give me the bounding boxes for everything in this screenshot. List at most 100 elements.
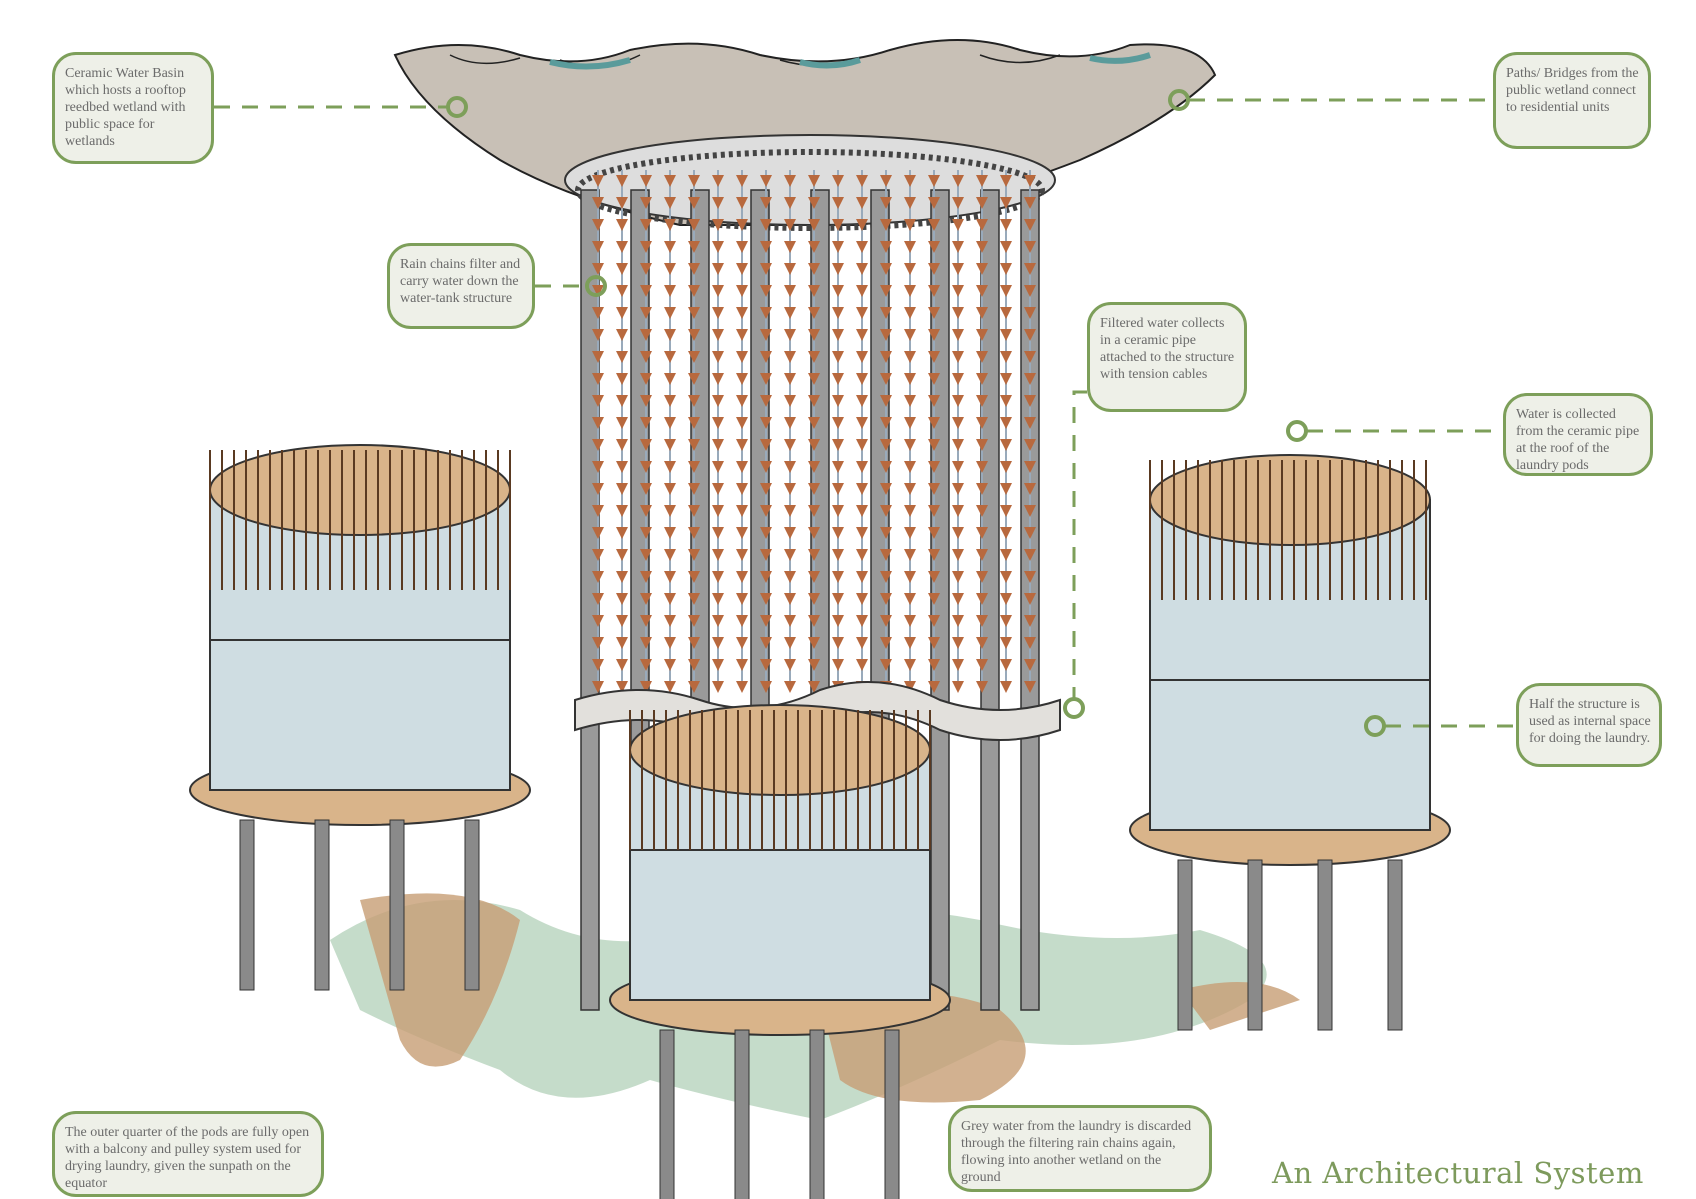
rain-chain-cup xyxy=(736,219,748,231)
rain-chain-cup xyxy=(976,219,988,231)
rain-chain-cup xyxy=(760,659,772,671)
rain-chain-cup xyxy=(928,439,940,451)
rain-chain-cup xyxy=(1024,395,1036,407)
rain-chain-cup xyxy=(760,483,772,495)
rain-chain-cup xyxy=(688,351,700,363)
rain-chain-cup xyxy=(616,175,628,187)
rain-chain-cup xyxy=(712,417,724,429)
callout-half-structure: Half the structure is used as internal s… xyxy=(1516,683,1662,767)
rain-chain-cup xyxy=(784,417,796,429)
rain-chain-cup xyxy=(688,659,700,671)
rain-chain-cup xyxy=(784,659,796,671)
rain-chain-cup xyxy=(1024,571,1036,583)
rain-chain-cup xyxy=(976,307,988,319)
rain-chain-cup xyxy=(952,549,964,561)
rain-chain-cup xyxy=(880,307,892,319)
rain-chain-cup xyxy=(736,681,748,693)
rain-chain-cup xyxy=(784,329,796,341)
rain-chain-cup xyxy=(1024,351,1036,363)
rain-chain-cup xyxy=(712,219,724,231)
rain-chain-cup xyxy=(952,351,964,363)
rain-chain-cup xyxy=(928,461,940,473)
rain-chain-cup xyxy=(640,197,652,209)
rain-chain-cup xyxy=(1024,417,1036,429)
rain-chain-cup xyxy=(784,527,796,539)
rain-chain-cup xyxy=(832,439,844,451)
rain-chain-cup xyxy=(760,571,772,583)
rain-chain-cup xyxy=(832,417,844,429)
rain-chain-cup xyxy=(616,241,628,253)
rain-chain-cup xyxy=(952,593,964,605)
rain-chain-cup xyxy=(952,263,964,275)
rain-chain-cup xyxy=(616,615,628,627)
rain-chain-cup xyxy=(1000,175,1012,187)
rain-chain-cup xyxy=(784,307,796,319)
rain-chains xyxy=(592,170,1036,693)
rain-chain-cup xyxy=(664,285,676,297)
rain-chain-cup xyxy=(976,681,988,693)
rain-chain-cup xyxy=(904,527,916,539)
rain-chain-cup xyxy=(880,637,892,649)
rain-chain-cup xyxy=(952,659,964,671)
rain-chain-cup xyxy=(808,615,820,627)
rain-chain-cup xyxy=(592,197,604,209)
rain-chain-cup xyxy=(1000,395,1012,407)
rain-chain-cup xyxy=(784,483,796,495)
rain-chain-cup xyxy=(760,461,772,473)
rain-chain-cup xyxy=(808,395,820,407)
rain-chain-cup xyxy=(664,219,676,231)
pod-lower-wall xyxy=(1149,679,1431,831)
rain-chain-cup xyxy=(712,307,724,319)
pod-leg xyxy=(314,819,330,991)
rain-chain-cup xyxy=(664,439,676,451)
rain-chain-cup xyxy=(808,593,820,605)
pod-lower-wall xyxy=(209,639,511,791)
rain-chain-cup xyxy=(592,571,604,583)
rain-chain-cup xyxy=(712,483,724,495)
rain-chain-cup xyxy=(688,417,700,429)
rain-chain-cup xyxy=(928,549,940,561)
rain-chain-cup xyxy=(784,615,796,627)
rain-chain-cup xyxy=(784,175,796,187)
rain-chain-cup xyxy=(616,373,628,385)
rain-chain-cup xyxy=(952,681,964,693)
rain-chain-cup xyxy=(1000,681,1012,693)
rain-chain-cup xyxy=(928,571,940,583)
rain-chain-cup xyxy=(736,571,748,583)
rain-chain-cup xyxy=(1000,505,1012,517)
rain-chain-cup xyxy=(592,373,604,385)
rain-chain-cup xyxy=(592,527,604,539)
rain-chain-cup xyxy=(688,681,700,693)
rain-chain-cup xyxy=(952,241,964,253)
rain-chain-cup xyxy=(904,373,916,385)
rain-chain-cup xyxy=(592,351,604,363)
rain-chain-cup xyxy=(688,571,700,583)
rain-chain-cup xyxy=(760,241,772,253)
rain-chain-cup xyxy=(1000,483,1012,495)
rain-chain-cup xyxy=(1024,197,1036,209)
rain-chain-cup xyxy=(592,241,604,253)
rain-chain-cup xyxy=(976,439,988,451)
rain-chain-cup xyxy=(928,505,940,517)
rain-chain-cup xyxy=(880,417,892,429)
rain-chain-cup xyxy=(592,615,604,627)
rain-chain-cup xyxy=(688,329,700,341)
rain-chain-cup xyxy=(664,241,676,253)
rain-chain-cup xyxy=(760,527,772,539)
rain-chain-cup xyxy=(856,593,868,605)
rain-chain-cup xyxy=(640,615,652,627)
rain-chain-cup xyxy=(592,263,604,275)
rain-chain-cup xyxy=(904,637,916,649)
rain-chain-cup xyxy=(736,483,748,495)
rain-chain-cup xyxy=(640,307,652,319)
rain-chain-cup xyxy=(904,417,916,429)
rain-chain-cup xyxy=(1000,615,1012,627)
rain-chain-cup xyxy=(832,505,844,517)
rain-chain-cup xyxy=(856,659,868,671)
rain-chain-cup xyxy=(688,549,700,561)
rain-chain-cup xyxy=(1024,461,1036,473)
rain-chain-cup xyxy=(976,263,988,275)
rain-chain-cup xyxy=(928,395,940,407)
rain-chain-cup xyxy=(952,439,964,451)
rain-chain-cup xyxy=(976,615,988,627)
